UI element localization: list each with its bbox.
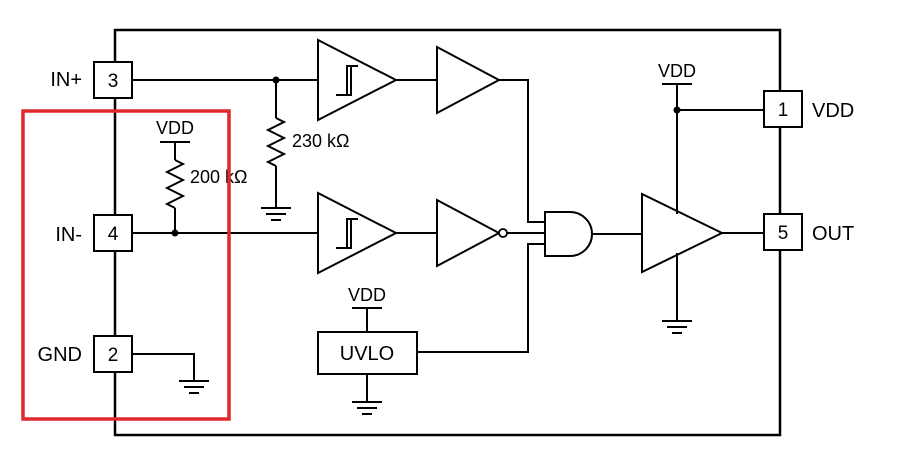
ground-icon <box>261 207 291 221</box>
inverter <box>436 198 502 268</box>
uvlo-label: UVLO <box>340 343 394 365</box>
pullup-resistor-label: 200 kΩ <box>190 167 248 187</box>
pin-in-minus-name: IN- <box>55 224 82 246</box>
in-plus-signal-path: 230 kΩ <box>132 76 350 221</box>
pin-in-minus-number: 4 <box>108 224 119 245</box>
ground-icon <box>352 401 382 415</box>
pin-gnd-name: GND <box>38 344 82 366</box>
driver-vdd-label: VDD <box>658 61 696 81</box>
ground-icon <box>179 380 209 394</box>
pin-vdd: 1 VDD <box>763 90 854 128</box>
inverter-bubble <box>498 228 508 238</box>
pin-in-plus-number: 3 <box>108 71 119 92</box>
pin-out-number: 5 <box>778 223 789 244</box>
output-driver: VDD <box>641 61 764 334</box>
pullup-vdd-label: VDD <box>156 118 194 138</box>
pin-vdd-number: 1 <box>778 100 789 121</box>
pulldown-resistor-label: 230 kΩ <box>292 131 350 151</box>
and-gate <box>544 211 593 257</box>
pin-in-plus: IN+ 3 <box>50 61 133 99</box>
pin-in-minus: IN- 4 <box>55 214 133 252</box>
ground-icon <box>662 320 692 334</box>
schmitt-buffer-top <box>317 38 399 122</box>
schmitt-buffer-bottom <box>317 191 399 275</box>
pin-gnd-number: 2 <box>108 345 119 366</box>
pin-in-plus-name: IN+ <box>50 69 82 91</box>
in-minus-signal-path: VDD 200 kΩ <box>132 118 318 237</box>
pin-vdd-name: VDD <box>812 100 854 122</box>
buffer-top <box>436 45 502 115</box>
uvlo-block: VDD UVLO <box>317 243 545 415</box>
gnd-pin-path <box>132 353 209 394</box>
pin-out-name: OUT <box>812 223 854 245</box>
uvlo-vdd-label: VDD <box>348 285 386 305</box>
highlight-box <box>21 109 231 421</box>
pulldown-resistor-symbol <box>265 117 287 167</box>
pullup-resistor-symbol <box>164 159 186 209</box>
pin-gnd: GND 2 <box>38 335 133 373</box>
pin-out: 5 OUT <box>763 213 854 251</box>
